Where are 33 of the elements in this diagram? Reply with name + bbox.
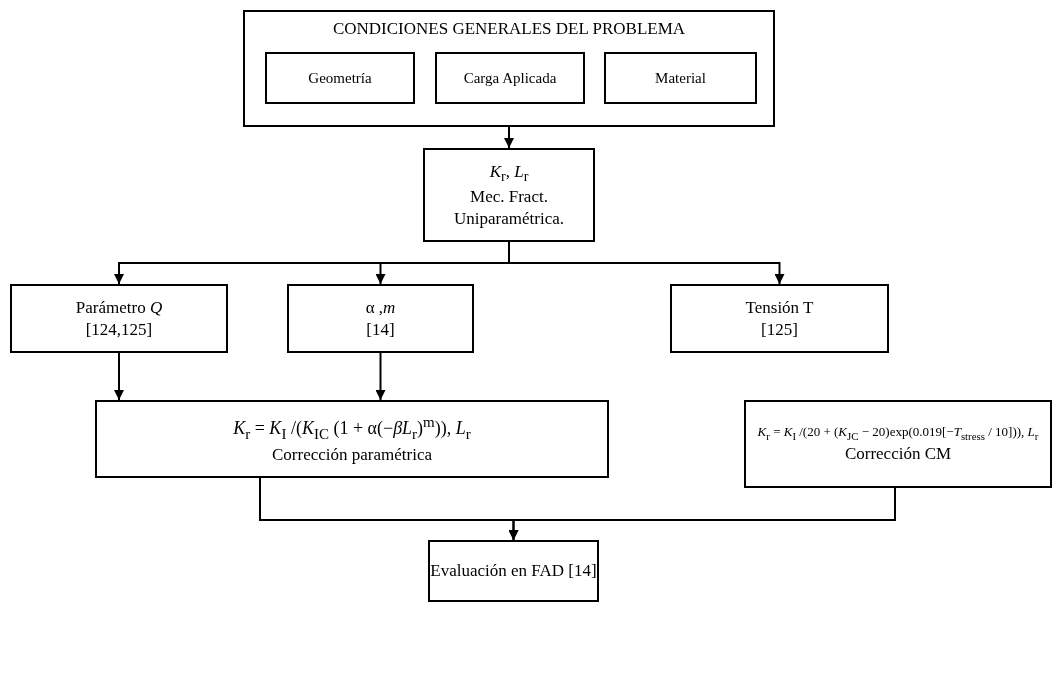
formula: K$_{r}$ = K$_{I}$ /(20 + (K$_{JC}$ − 20)exp(0.019[−T$_{stress}$ / 10])), L$_{r}$ bbox=[757, 423, 1039, 443]
node-label: Evaluación en FAD [14] bbox=[430, 560, 597, 582]
process-box bbox=[435, 52, 585, 104]
arrow bbox=[508, 241, 785, 285]
formula-box bbox=[95, 400, 609, 478]
process-box bbox=[423, 148, 595, 242]
node-label: CONDICIONES GENERALES DEL PROBLEMA bbox=[332, 18, 686, 40]
arrow bbox=[504, 126, 514, 149]
node-label: Tensión T bbox=[745, 297, 814, 319]
node-label: Mec. Fract. Uniparamétrica. bbox=[453, 186, 565, 229]
process-box bbox=[10, 284, 228, 353]
node-label: [125] bbox=[761, 318, 798, 340]
node-label: Corrección paramétrica bbox=[272, 443, 432, 465]
node-label: [124,125] bbox=[85, 318, 153, 340]
node-label: Parámetro Q bbox=[75, 297, 163, 319]
node-label: Carga Aplicada bbox=[463, 68, 557, 88]
process-box bbox=[670, 284, 889, 353]
process-box bbox=[265, 52, 415, 104]
node-label: K$_{r}$, L$_{r}$ bbox=[489, 161, 529, 187]
process-box bbox=[428, 540, 599, 602]
node-label: [14] bbox=[366, 318, 395, 340]
formula-box bbox=[744, 400, 1052, 488]
process-box bbox=[604, 52, 757, 104]
group-box bbox=[243, 10, 775, 127]
formula: K$_{r}$ = K$_{I}$ /(K$_{IC}$ (1 + α(−βL$_{r}$)$^{m}$)), L$_{r}$ bbox=[233, 413, 471, 444]
process-box bbox=[287, 284, 474, 353]
node-label: Material bbox=[655, 68, 706, 88]
arrow bbox=[114, 352, 124, 401]
node-label: α ,m bbox=[365, 297, 396, 319]
node-label: Corrección CM bbox=[844, 442, 952, 465]
arrow bbox=[375, 352, 386, 401]
arrow bbox=[508, 487, 896, 541]
node-label: Geometría bbox=[308, 68, 372, 88]
